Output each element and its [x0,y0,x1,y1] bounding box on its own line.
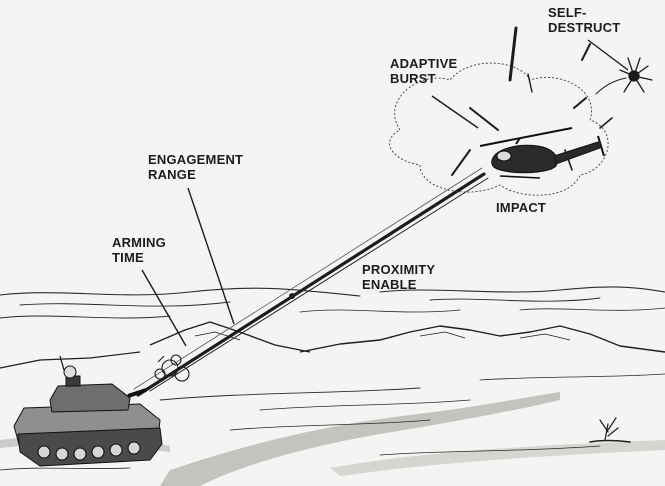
shrub-icon [589,417,631,443]
label-engagement-range: ENGAGEMENT RANGE [148,152,243,182]
label-proximity-enable: PROXIMITY ENABLE [362,262,435,292]
terrain-lines [0,286,665,319]
label-arming-time-line2: TIME [112,250,144,265]
mountain-ridges [0,321,665,369]
label-proximity-enable-line2: ENABLE [362,277,417,292]
label-engagement-range-line2: RANGE [148,167,196,182]
label-proximity-enable-line1: PROXIMITY [362,262,436,277]
leader-lines [141,39,629,347]
label-self-destruct-line2: DESTRUCT [548,20,621,35]
label-engagement-range-line1: ENGAGEMENT [148,152,244,167]
self-destruct-burst [595,57,653,95]
label-impact: IMPACT [496,200,546,215]
tank-icon [13,355,163,467]
label-adaptive-burst-line2: BURST [390,71,436,86]
label-adaptive-burst-line1: ADAPTIVE [390,56,458,71]
label-impact-line1: IMPACT [496,200,547,215]
launch-smoke [154,354,195,382]
missile-trajectory [133,167,489,397]
helicopter-icon [479,127,605,179]
label-self-destruct-line1: SELF- [548,5,587,20]
label-adaptive-burst: ADAPTIVE BURST [390,56,457,86]
label-arming-time-line1: ARMING [112,235,166,250]
burst-cloud [389,62,609,196]
foreground-lines [0,373,665,471]
label-arming-time: ARMING TIME [112,235,166,265]
fragment-shards [451,26,613,176]
label-self-destruct: SELF- DESTRUCT [548,5,620,35]
